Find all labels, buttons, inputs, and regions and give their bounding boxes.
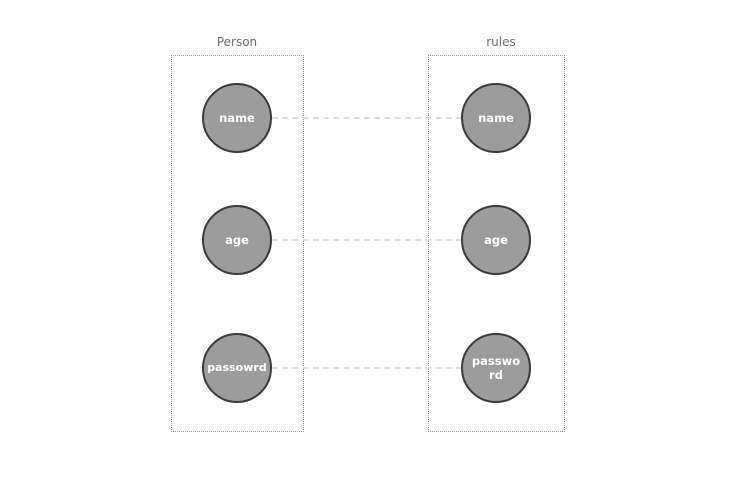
person-group-box bbox=[171, 55, 304, 432]
rules-group-title: rules bbox=[486, 35, 516, 49]
rules-node-password: password bbox=[461, 333, 531, 403]
connector-age bbox=[272, 239, 462, 241]
connector-password bbox=[272, 367, 462, 369]
person-node-password: passowrd bbox=[202, 333, 272, 403]
person-group-title: Person bbox=[216, 35, 258, 49]
person-node-name: name bbox=[202, 83, 272, 153]
connector-name bbox=[272, 117, 462, 119]
person-node-age: age bbox=[202, 205, 272, 275]
rules-node-age: age bbox=[461, 205, 531, 275]
rules-node-name: name bbox=[461, 83, 531, 153]
rules-group-box bbox=[428, 55, 565, 432]
